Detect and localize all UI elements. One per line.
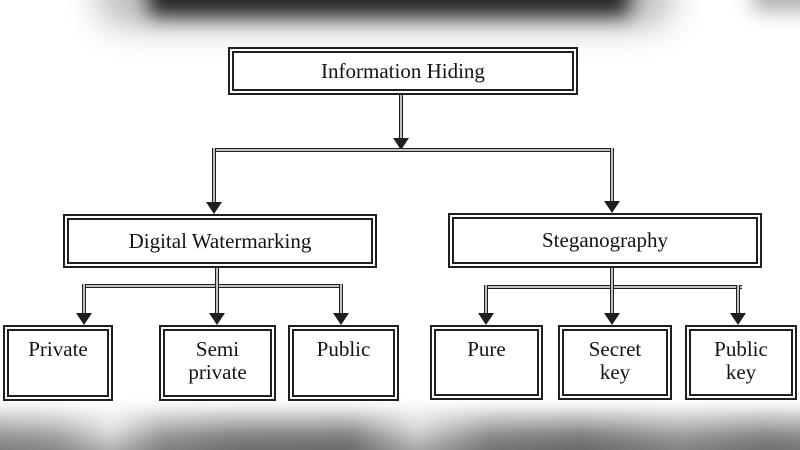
connector-wm-stem bbox=[215, 267, 219, 286]
arrowhead-secret-key bbox=[604, 313, 620, 325]
connector-root-drop bbox=[399, 95, 403, 140]
background-blur-top bbox=[148, 0, 630, 16]
arrowhead-watermarking bbox=[206, 202, 222, 214]
node-private: Private bbox=[3, 325, 113, 401]
node-public: Public bbox=[288, 325, 399, 401]
node-information-hiding: Information Hiding bbox=[228, 47, 578, 95]
connector-watermarking-drop bbox=[212, 148, 216, 203]
arrowhead-pure bbox=[478, 313, 494, 325]
node-secret-key: Secret key bbox=[558, 325, 672, 400]
connector-steganography-drop bbox=[610, 148, 614, 202]
node-digital-watermarking: Digital Watermarking bbox=[63, 214, 377, 268]
arrowhead-semi-private bbox=[209, 313, 225, 325]
arrowhead-public-key bbox=[730, 313, 746, 325]
connector-public-drop bbox=[339, 284, 343, 315]
node-steganography: Steganography bbox=[448, 213, 762, 268]
connector-public-key-drop bbox=[736, 285, 740, 315]
node-semi-private: Semi private bbox=[159, 325, 276, 401]
background-blur-bottom bbox=[0, 403, 800, 450]
connector-semi-private-drop bbox=[215, 284, 219, 315]
connector-wm-rail bbox=[82, 284, 343, 288]
connector-steg-stem bbox=[610, 267, 614, 288]
connector-private-drop bbox=[82, 284, 86, 315]
arrowhead-private bbox=[76, 313, 92, 325]
connector-pure-drop bbox=[484, 285, 488, 315]
arrowhead-root bbox=[393, 138, 409, 150]
arrowhead-public bbox=[333, 313, 349, 325]
connector-secret-key-drop bbox=[610, 285, 614, 315]
arrowhead-steganography bbox=[604, 201, 620, 213]
connector-level1-rail bbox=[212, 148, 614, 152]
node-pure: Pure bbox=[430, 325, 543, 400]
background-blur-top-right bbox=[753, 0, 800, 10]
node-public-key: Public key bbox=[685, 325, 797, 400]
